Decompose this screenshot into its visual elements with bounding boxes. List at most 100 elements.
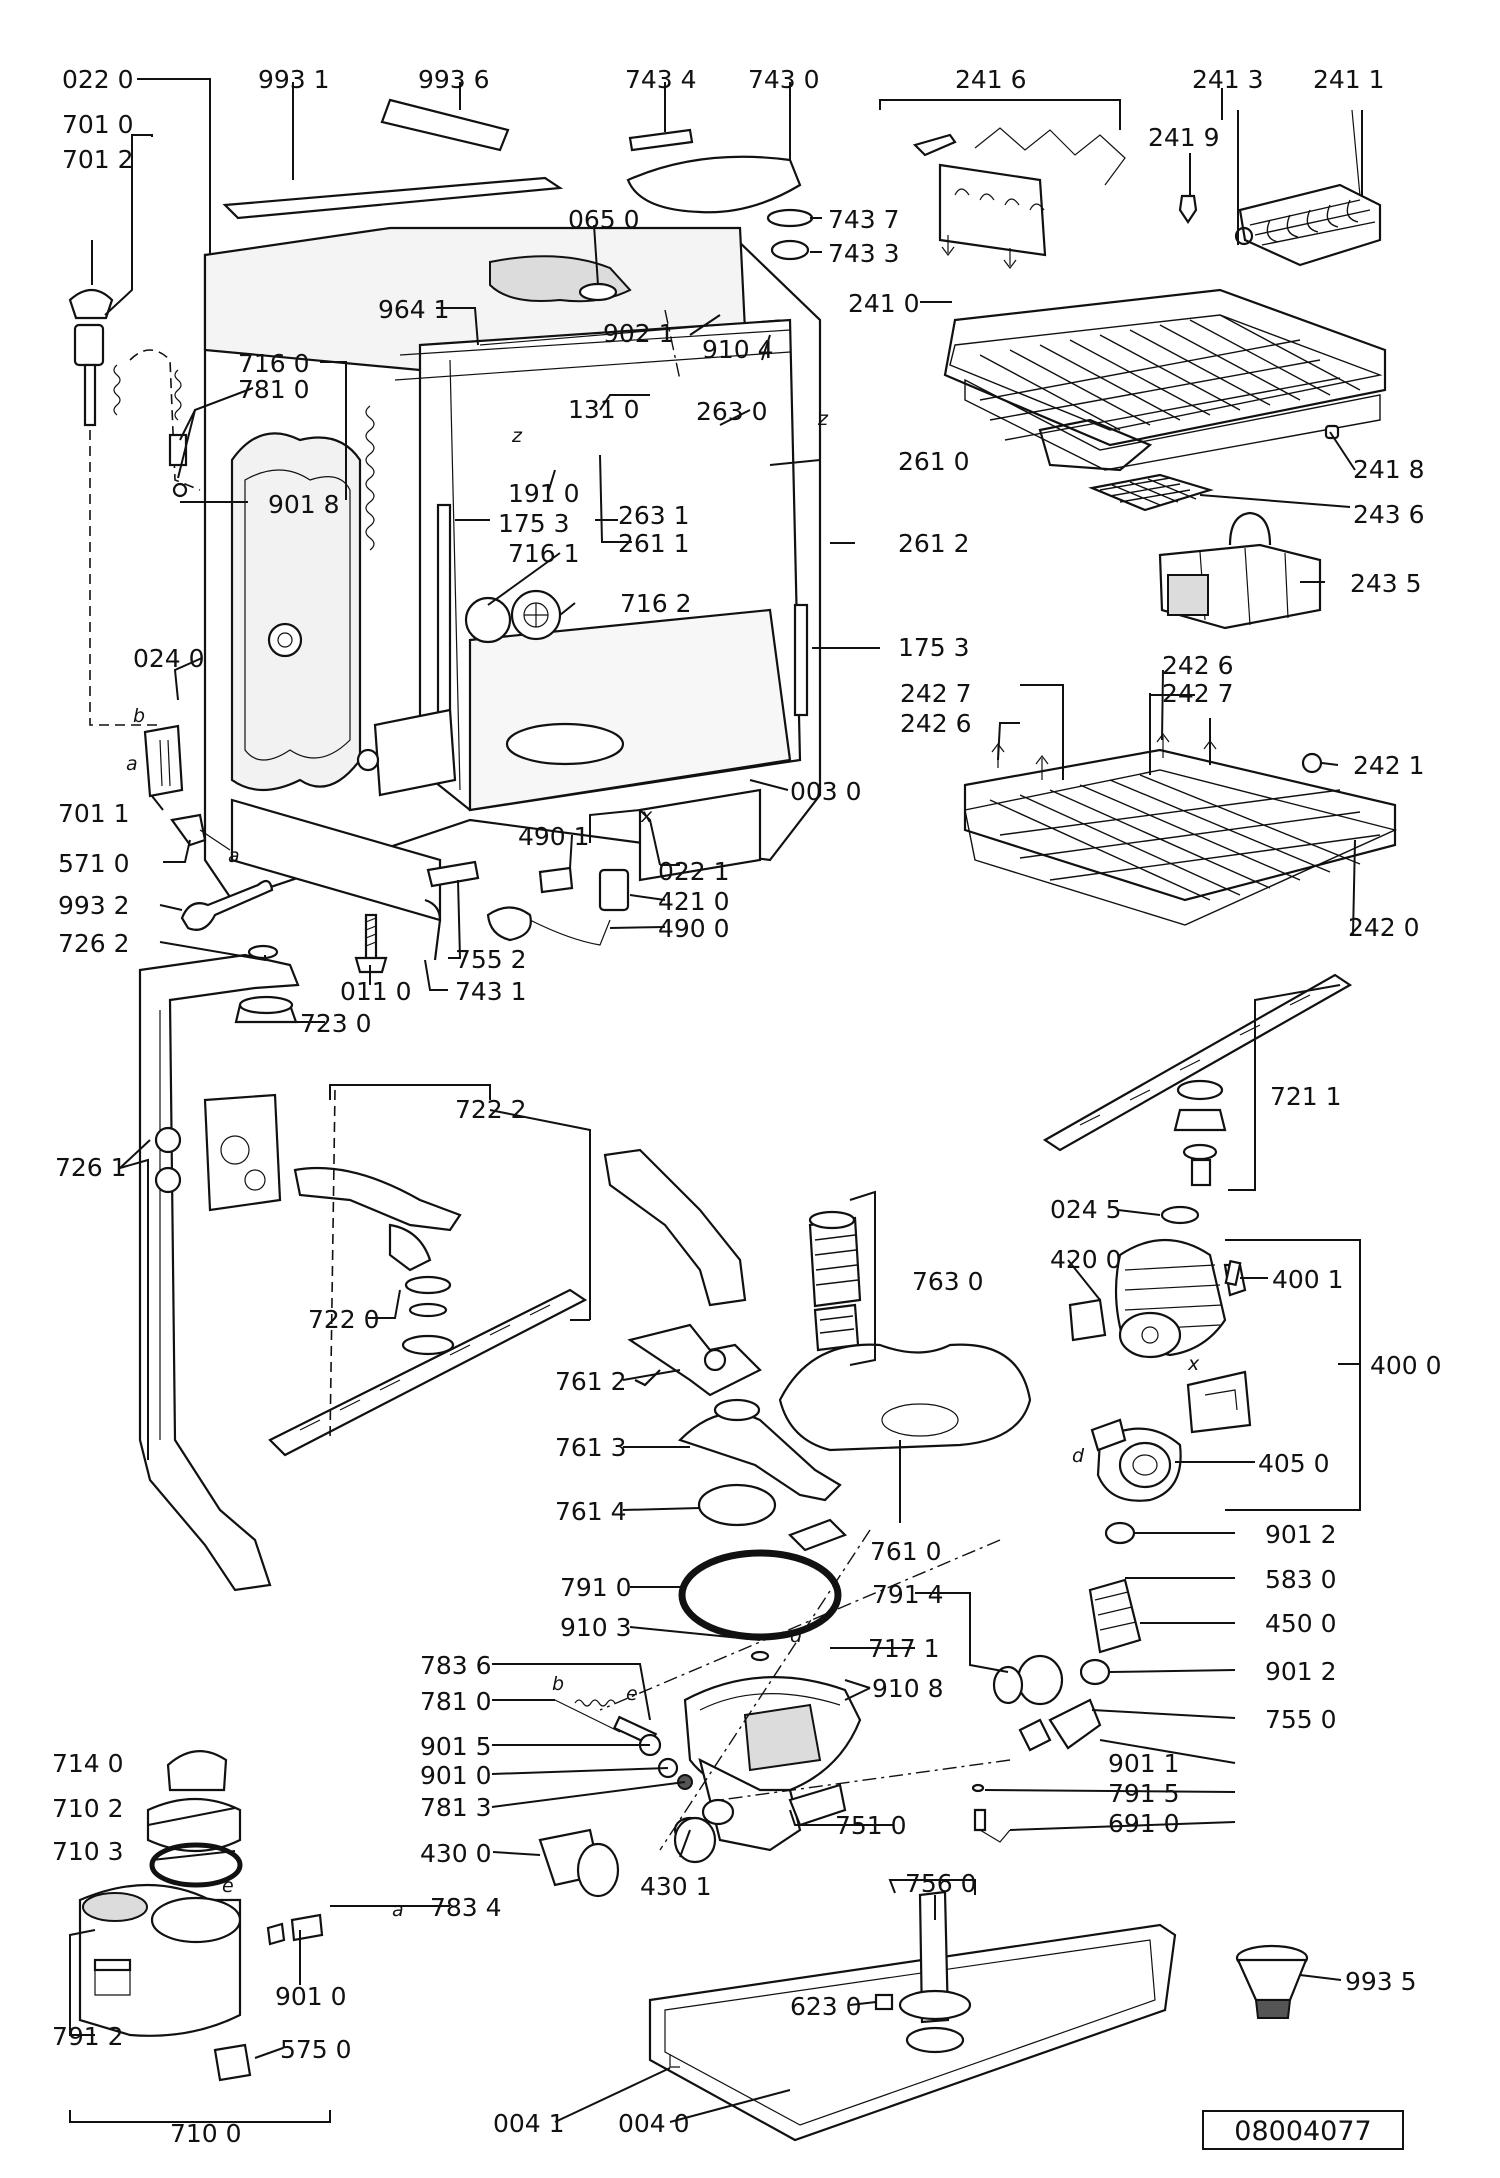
- mark-a-softener: a: [392, 1899, 404, 1921]
- label-783-6: 783 6: [420, 1651, 492, 1680]
- sump-assembly: [673, 1549, 862, 1852]
- label-242-7-b: 242 7: [1162, 679, 1234, 708]
- label-781-0: 781 0: [420, 1687, 492, 1716]
- label-902-1: 902 1: [603, 319, 675, 348]
- label-993-1: 993 1: [258, 65, 330, 94]
- drain-pump-430-0: [538, 1816, 717, 1898]
- mark-x-tub: x: [640, 805, 653, 827]
- label-575-0: 575 0: [280, 2035, 352, 2064]
- label-716-2: 716 2: [620, 589, 692, 618]
- label-243-5: 243 5: [1350, 569, 1422, 598]
- drawing-code: 08004077: [1202, 2110, 1404, 2150]
- part-743-1: [424, 898, 442, 961]
- rack-hooks-241-6: [912, 127, 1126, 269]
- label-721-1: 721 1: [1270, 1082, 1342, 1111]
- label-583-0: 583 0: [1265, 1565, 1337, 1594]
- label-420-0: 420 0: [1050, 1245, 1122, 1274]
- label-910-4: 910 4: [702, 335, 774, 364]
- label-763-0: 763 0: [912, 1267, 984, 1296]
- mark-d-sump: d: [790, 1625, 803, 1647]
- label-710-2: 710 2: [52, 1794, 124, 1823]
- label-022-1: 022 1: [658, 857, 730, 886]
- part-labels: 022 0 993 1 993 6 743 4 743 0 241 6 241 …: [52, 65, 1442, 2148]
- screw-011-0: [354, 913, 388, 974]
- label-717-1: 717 1: [868, 1634, 940, 1663]
- label-791-4: 791 4: [872, 1580, 944, 1609]
- label-993-6: 993 6: [418, 65, 490, 94]
- label-743-4: 743 4: [625, 65, 697, 94]
- label-726-2: 726 2: [58, 929, 130, 958]
- label-781-0-top: 781 0: [238, 375, 310, 404]
- label-241-1: 241 1: [1313, 65, 1385, 94]
- mark-b-left: b: [133, 705, 145, 727]
- label-242-6-a: 242 6: [1162, 651, 1234, 680]
- mark-x-pump: x: [1187, 1353, 1200, 1375]
- label-400-1: 400 1: [1272, 1265, 1344, 1294]
- label-175-3-a: 175 3: [498, 509, 570, 538]
- funnel-993-5: [1235, 1944, 1309, 2019]
- label-571-0: 571 0: [58, 849, 130, 878]
- label-751-0: 751 0: [835, 1811, 907, 1840]
- mark-e-softener: e: [222, 1875, 234, 1897]
- label-710-0: 710 0: [170, 2119, 242, 2148]
- leader-lines: [69, 78, 1363, 2123]
- label-261-0: 261 0: [898, 447, 970, 476]
- label-755-2: 755 2: [455, 945, 527, 974]
- label-131-0: 131 0: [568, 395, 640, 424]
- label-191-0: 191 0: [508, 479, 580, 508]
- mark-d-pump: d: [1072, 1445, 1085, 1467]
- label-421-0: 421 0: [658, 887, 730, 916]
- label-623-0: 623 0: [790, 1992, 862, 2021]
- lower-basket-242-0: [963, 733, 1398, 926]
- label-901-5: 901 5: [420, 1732, 492, 1761]
- label-490-0: 490 0: [658, 914, 730, 943]
- cup-shelf-241-1: [1238, 109, 1382, 267]
- label-011-0: 011 0: [340, 977, 412, 1006]
- pump-motor-400-0: [1068, 1205, 1252, 1502]
- tube-726-1: [138, 953, 300, 1592]
- label-743-1: 743 1: [455, 977, 527, 1006]
- label-024-5: 024 5: [1050, 1195, 1122, 1224]
- sensor-490-421: [486, 866, 630, 946]
- label-242-6-b: 242 6: [900, 709, 972, 738]
- label-241-0: 241 0: [848, 289, 920, 318]
- label-242-1: 242 1: [1353, 751, 1425, 780]
- part-241-9: [1178, 194, 1198, 224]
- label-901-0-b: 901 0: [275, 1982, 347, 2011]
- label-743-3: 743 3: [828, 239, 900, 268]
- label-065-0: 065 0: [568, 205, 640, 234]
- label-241-3: 241 3: [1192, 65, 1264, 94]
- hose-701: [68, 288, 231, 851]
- label-716-0: 716 0: [238, 349, 310, 378]
- part-242-1: [1301, 752, 1323, 774]
- label-714-0: 714 0: [52, 1749, 124, 1778]
- label-722-0: 722 0: [308, 1305, 380, 1334]
- label-761-3: 761 3: [555, 1433, 627, 1462]
- label-993-2: 993 2: [58, 891, 130, 920]
- label-755-0: 755 0: [1265, 1705, 1337, 1734]
- label-450-0: 450 0: [1265, 1609, 1337, 1638]
- reference-marks: b a a z z x x d d b e e a: [126, 408, 1200, 1921]
- part-241-8: [1324, 424, 1340, 440]
- mark-e-heater: e: [626, 1683, 638, 1705]
- label-701-1: 701 1: [58, 799, 130, 828]
- label-241-8: 241 8: [1353, 455, 1425, 484]
- grid-243-6: [1088, 473, 1214, 512]
- label-901-0-a: 901 0: [420, 1761, 492, 1790]
- mark-z-tub: z: [511, 425, 523, 447]
- label-791-0: 791 0: [560, 1573, 632, 1602]
- label-490-1: 490 1: [518, 822, 590, 851]
- label-993-5: 993 5: [1345, 1967, 1417, 1996]
- label-743-0: 743 0: [748, 65, 820, 94]
- spray-arm-722: [203, 1093, 588, 1457]
- spray-arm-721-1: [1042, 973, 1353, 1187]
- cover-743-0: [626, 155, 802, 214]
- label-004-1: 004 1: [493, 2109, 565, 2138]
- label-726-1: 726 1: [55, 1153, 127, 1182]
- label-400-0: 400 0: [1370, 1351, 1442, 1380]
- part-743-4: [628, 128, 694, 152]
- mark-z-right: z: [817, 408, 829, 430]
- label-761-2: 761 2: [555, 1367, 627, 1396]
- part-755-2: [426, 860, 480, 888]
- label-243-6: 243 6: [1353, 500, 1425, 529]
